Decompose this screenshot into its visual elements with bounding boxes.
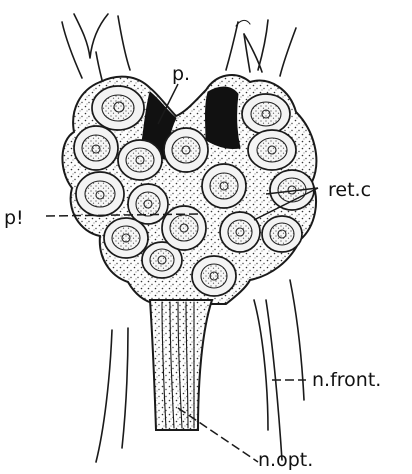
retinal-cell <box>164 128 208 172</box>
label-p: p. <box>172 63 190 85</box>
retinal-cell <box>202 164 246 208</box>
label-p-prime: p! <box>4 207 24 229</box>
label-n-front: n.front. <box>312 369 381 391</box>
retinal-cell <box>104 218 148 258</box>
retinal-cell <box>262 216 302 252</box>
retinal-cell <box>242 94 290 134</box>
retinal-cell <box>74 126 118 170</box>
retinal-cell <box>92 86 144 130</box>
retinal-cell <box>248 130 296 170</box>
retinal-cell <box>220 212 260 252</box>
label-n-opt: n.opt. <box>258 449 313 471</box>
retinal-cell <box>162 206 206 250</box>
retinal-cell <box>118 140 162 180</box>
retinal-cell <box>76 172 124 216</box>
retinal-cell <box>270 170 314 210</box>
label-ret-c: ret.c <box>328 179 371 201</box>
retinal-cell <box>192 256 236 296</box>
retinal-cell <box>128 184 168 224</box>
